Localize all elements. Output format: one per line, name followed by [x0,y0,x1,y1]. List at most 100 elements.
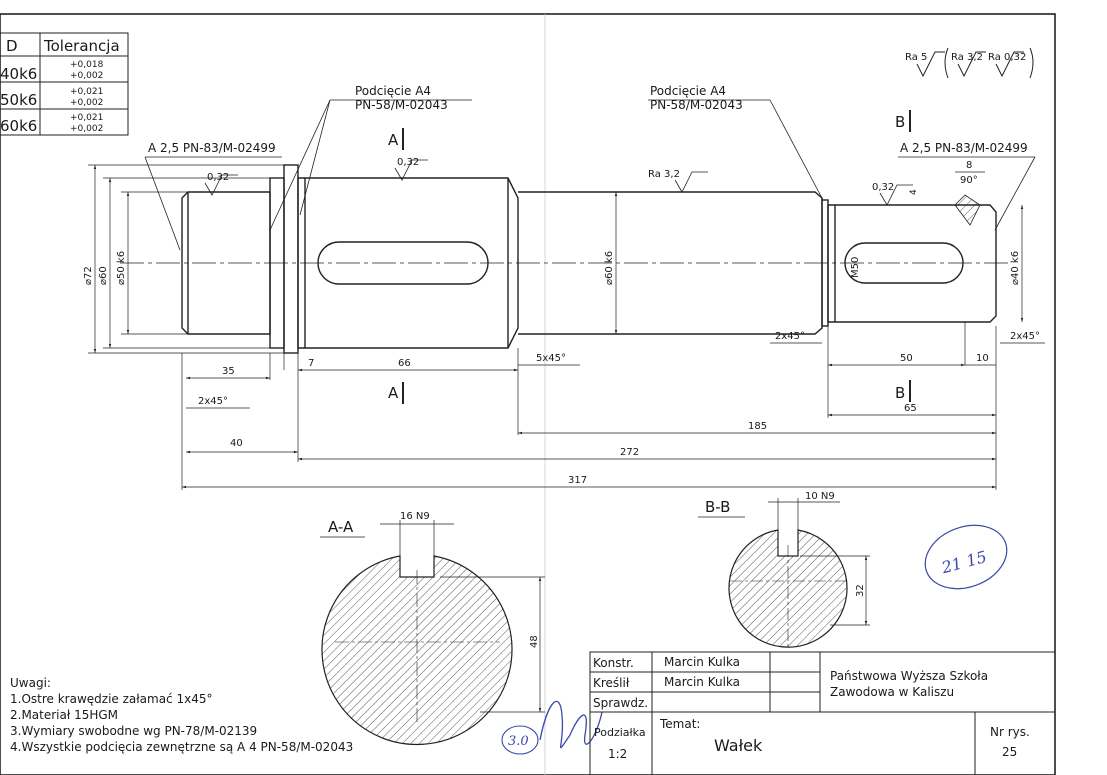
table-row-d: 40k6 [0,65,37,83]
undercut-callout-right: Podcięcie A4 PN-58/M-02043 [648,84,824,201]
svg-text:B: B [895,113,905,131]
temat-value: Wałek [714,736,763,755]
dim-185: 185 [748,421,767,432]
dim-d60: ⌀60 [98,266,109,285]
dim-7: 7 [308,358,314,369]
general-roughness-symbol: Ra 5 Ra 3,2 Ra 0,32 [905,47,1034,79]
svg-text:Ra 0,32: Ra 0,32 [988,52,1026,63]
svg-text:8: 8 [966,160,972,171]
institution-line1: Państwowa Wyższa Szkoła [830,669,988,683]
dim-16n9: 16 N9 [400,511,430,522]
svg-text:Podcięcie A4: Podcięcie A4 [650,84,726,98]
section-marker-a-top: A [388,128,404,150]
svg-text:21 15: 21 15 [939,547,989,577]
note-item: 2.Materiał 15HGM [10,708,118,722]
tolerance-table: D Tolerancja 40k6 +0,018 +0,002 50k6 +0,… [0,32,129,136]
table-row-upper: +0,018 [70,60,104,70]
dim-2x45-left: 2x45° [198,396,228,407]
institution-line2: Zawodowa w Kaliszu [830,685,954,699]
svg-text:Ra 3,2: Ra 3,2 [648,169,680,180]
scale-value: 1:2 [608,747,627,761]
svg-text:0,32: 0,32 [397,157,419,168]
dim-66: 66 [398,358,411,369]
konstr-name: Marcin Kulka [664,655,740,669]
roughness-mark: 0,32 [872,182,913,206]
table-row-lower: +0,002 [70,98,103,108]
svg-text:A 2,5 PN-83/M-02499: A 2,5 PN-83/M-02499 [148,141,276,155]
svg-text:A 2,5 PN-83/M-02499: A 2,5 PN-83/M-02499 [900,141,1028,155]
podzialka-label: Podziałka [594,726,646,739]
dim-272: 272 [620,447,639,458]
nr-rys-label: Nr rys. [990,725,1030,739]
dim-32: 32 [855,584,866,597]
table-header-tolerance: Tolerancja [43,37,120,55]
dim-d40k6: ⌀40 k6 [1010,251,1021,285]
svg-text:B: B [895,384,905,402]
table-row-upper: +0,021 [70,113,103,123]
svg-text:0,32: 0,32 [207,172,229,183]
svg-text:B-B: B-B [705,498,730,516]
svg-text:PN-58/M-02043: PN-58/M-02043 [650,98,743,112]
svg-text:Podcięcie A4: Podcięcie A4 [355,84,431,98]
undercut-callout-left: Podcięcie A4 PN-58/M-02043 [269,84,472,231]
svg-text:4: 4 [909,189,919,195]
dim-m50: M50 [850,257,861,278]
section-marker-b-bottom: B [895,380,911,402]
title-block [589,651,1056,775]
svg-text:A: A [388,131,399,149]
center-hole-callout-left: A 2,5 PN-83/M-02499 [144,141,282,251]
roughness-mark: Ra 3,2 [648,169,708,193]
roughness-mark: 0,32 [204,172,238,196]
dim-48: 48 [529,635,540,648]
dim-d72: ⌀72 [83,266,94,285]
keyway-detail: 8 90° 4 [909,160,985,226]
handwritten-circle-note: 21 15 [924,524,1008,590]
table-row-lower: +0,002 [70,124,103,134]
handwritten-grade: 3.0 [501,700,603,755]
dim-317: 317 [568,475,587,486]
note-item: 3.Wymiary swobodne wg PN-78/M-02139 [10,724,257,738]
dim-65: 65 [904,403,917,414]
dim-10n9: 10 N9 [805,491,835,502]
svg-text:A: A [388,384,399,402]
table-row-lower: +0,002 [70,71,103,81]
sprawdz-label: Sprawdz. [593,696,648,710]
svg-text:Ra 5: Ra 5 [905,52,927,63]
dim-5x45: 5x45° [536,353,566,364]
svg-text:0,32: 0,32 [872,182,894,193]
kreslil-label: Kreślił [593,676,630,690]
notes-block: Uwagi: 1.Ostre krawędzie załamać 1x45° 2… [10,676,353,754]
section-bb: B-B 10 N9 32 [698,491,870,648]
roughness-mark: 0,32 [394,157,428,181]
svg-text:90°: 90° [960,175,978,186]
kreslil-name: Marcin Kulka [664,675,740,689]
dim-40: 40 [230,438,243,449]
dim-10: 10 [976,353,989,364]
drawing-frame [0,13,1056,775]
notes-title: Uwagi: [10,676,51,690]
svg-text:A-A: A-A [328,518,354,536]
table-row-upper: +0,021 [70,87,103,97]
table-row-d: 60k6 [0,117,37,135]
table-row-d: 50k6 [0,91,37,109]
dim-d60k6: ⌀60 k6 [604,251,615,285]
dim-35: 35 [222,366,235,377]
section-marker-b-top: B [895,110,911,132]
dim-2x45-mid: 2x45° [775,331,805,342]
handwritten-signature [539,700,603,749]
nr-rys-value: 25 [1002,745,1017,759]
svg-text:Ra 3,2: Ra 3,2 [951,52,983,63]
konstr-label: Konstr. [593,656,634,670]
dim-50: 50 [900,353,913,364]
note-item: 4.Wszystkie podcięcia zewnętrzne są A 4 … [10,740,353,754]
note-item: 1.Ostre krawędzie załamać 1x45° [10,692,212,706]
diameter-dimensions-left [88,164,284,354]
svg-text:PN-58/M-02043: PN-58/M-02043 [355,98,448,112]
section-marker-a-bottom: A [388,382,404,404]
shaft-view [120,164,1010,354]
dim-2x45-right: 2x45° [1010,331,1040,342]
svg-text:3.0: 3.0 [508,734,529,749]
length-dimensions [181,322,1045,490]
temat-label: Temat: [659,717,700,731]
